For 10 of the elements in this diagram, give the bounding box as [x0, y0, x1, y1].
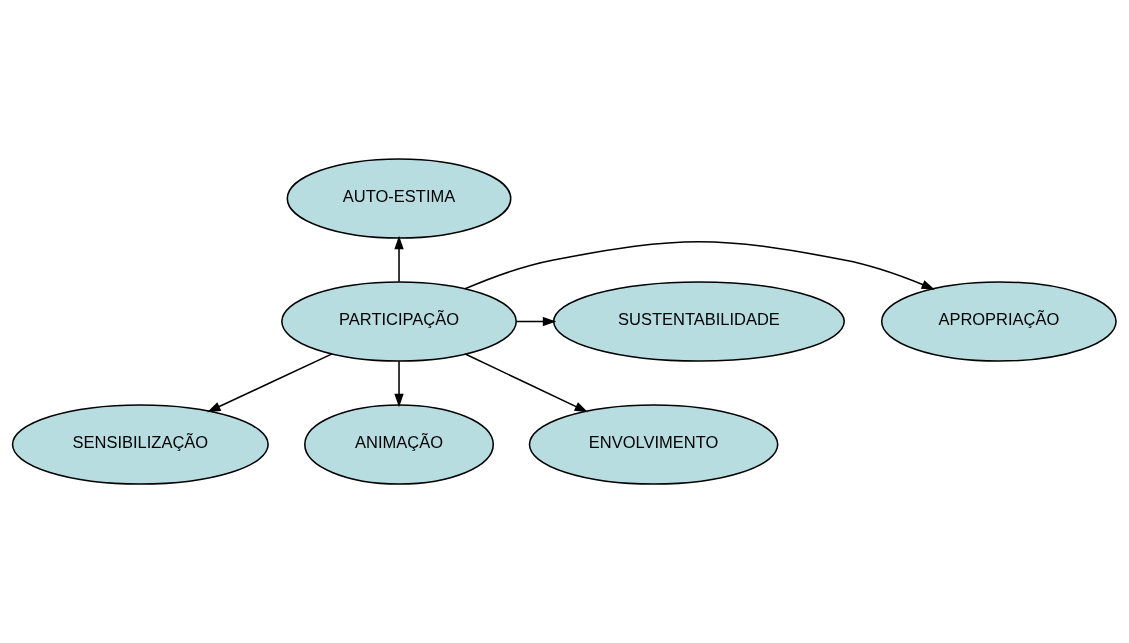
node-ellipse: SUSTENTABILIDADE [552, 281, 845, 362]
arrow [394, 360, 404, 408]
arrow [464, 353, 589, 413]
node-ellipse: PARTICIPAÇÃO [281, 281, 517, 362]
arrow [515, 316, 557, 327]
node-ellipse: ANIMAÇÃO [304, 404, 495, 485]
node-ellipse: AUTO-ESTIMA [286, 158, 512, 239]
arrow [394, 235, 404, 283]
arrow [464, 240, 935, 290]
arrow [207, 353, 333, 413]
